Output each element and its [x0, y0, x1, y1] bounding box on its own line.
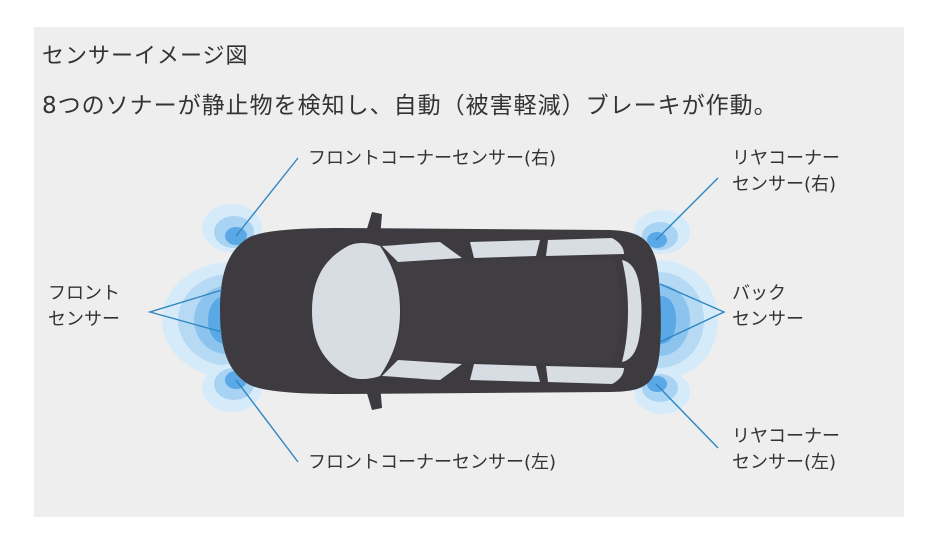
label-front-sensor: フロント センサー — [48, 283, 120, 330]
side-window-bottom-middle — [470, 364, 540, 382]
label-front-corner-right: フロントコーナーセンサー(右) — [308, 148, 557, 169]
side-window-top-front — [382, 242, 462, 262]
rear-window — [622, 260, 642, 362]
windshield — [312, 243, 400, 379]
side-window-bottom-rear — [546, 366, 624, 384]
leader-front-corner-right — [235, 157, 299, 237]
label-front-corner-left: フロントコーナーセンサー(左) — [308, 452, 557, 473]
side-window-top-middle — [470, 240, 540, 258]
leader-lines — [147, 157, 726, 463]
label-rear-corner-right: リヤコーナー センサー(右) — [732, 148, 840, 195]
side-window-top-rear — [546, 238, 624, 256]
leader-rear-corner-right — [655, 177, 719, 241]
leader-front-sensor — [147, 289, 223, 333]
roof — [392, 258, 620, 364]
front-corner-right-wave — [202, 204, 262, 252]
side-window-bottom-front — [382, 360, 462, 380]
car-top-view — [220, 212, 661, 410]
leader-front-corner-left — [235, 379, 299, 463]
back-sensor-wave — [655, 260, 718, 380]
label-rear-corner-left: リヤコーナー センサー(左) — [732, 426, 840, 473]
label-back-sensor: バック センサー — [732, 283, 804, 330]
page-title: センサーイメージ図 — [42, 44, 249, 69]
rear-corner-right-wave — [634, 210, 690, 254]
front-sensor-wave — [162, 262, 232, 378]
leader-back-sensor — [659, 283, 726, 343]
leader-rear-corner-left — [655, 383, 719, 449]
description-text: 8つのソナーが静止物を検知し、自動（被害軽減）ブレーキが作動。 — [42, 93, 778, 119]
